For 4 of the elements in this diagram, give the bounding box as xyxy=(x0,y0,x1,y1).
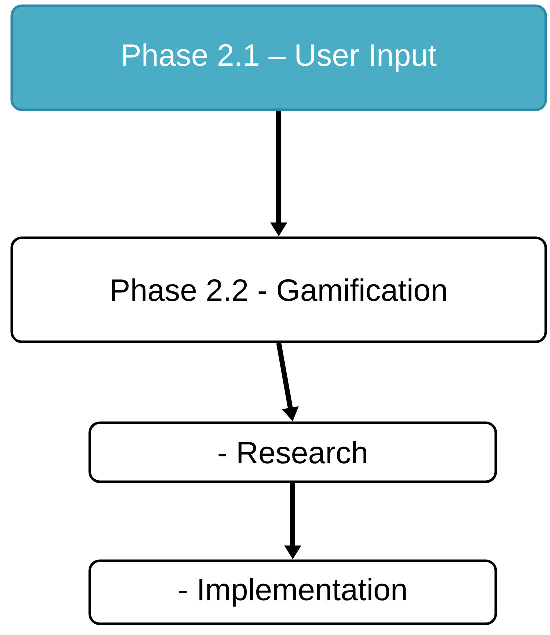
phase-box: Phase 2.2 - Gamification xyxy=(10,236,548,344)
step-box: - Research xyxy=(88,422,498,484)
phase-box: Phase 2.1 – User Input xyxy=(10,4,548,112)
step-box: - Implementation xyxy=(88,560,498,626)
